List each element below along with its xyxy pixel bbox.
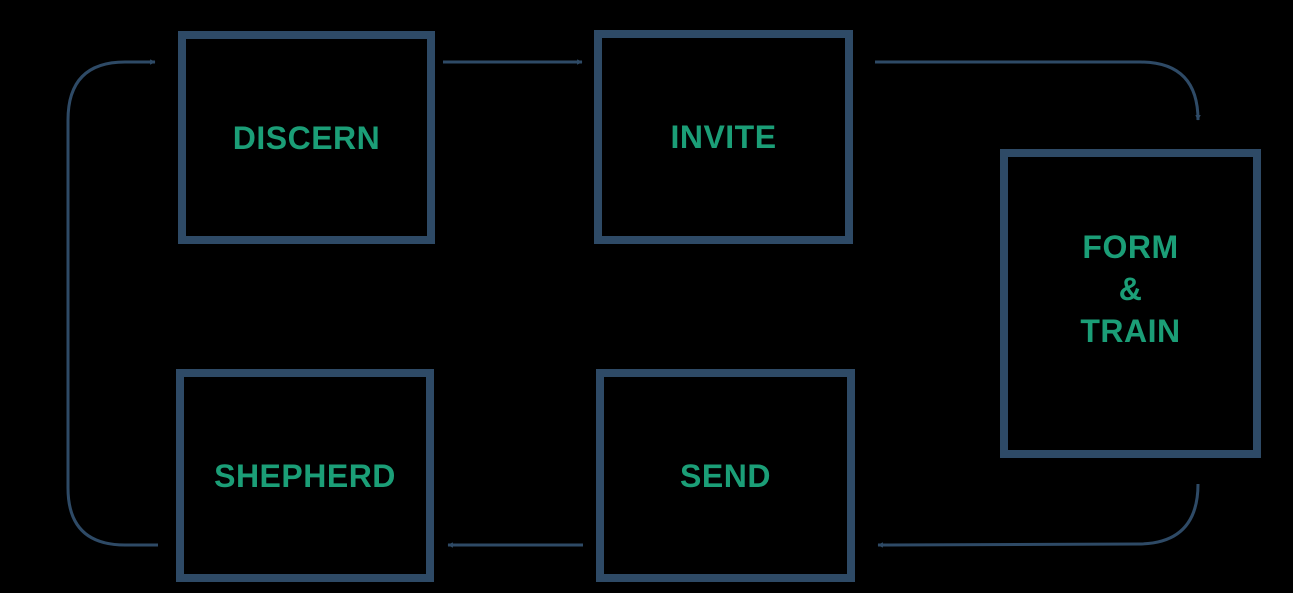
step-label-invite: INVITE [670, 119, 777, 155]
step-box-invite: INVITE [594, 30, 853, 244]
step-box-shepherd: SHEPHERD [176, 369, 434, 582]
step-label-discern: DISCERN [232, 119, 381, 156]
step-label-form-train: FORM & TRAIN [1080, 226, 1180, 352]
step-label-train: TRAIN [1080, 312, 1181, 349]
step-box-discern: DISCERN [178, 31, 435, 244]
step-label-ampersand: & [1118, 270, 1143, 307]
step-label-send: SEND [680, 457, 771, 494]
step-label-form: FORM [1082, 228, 1179, 265]
arrow-shepherd-to-discern [66, 59, 158, 547]
arrow-form-to-send [877, 483, 1200, 548]
step-box-send: SEND [596, 369, 855, 582]
arrow-invite-to-form [875, 60, 1201, 121]
step-label-shepherd: SHEPHERD [214, 457, 396, 494]
step-box-form-train: FORM & TRAIN [1000, 149, 1261, 458]
